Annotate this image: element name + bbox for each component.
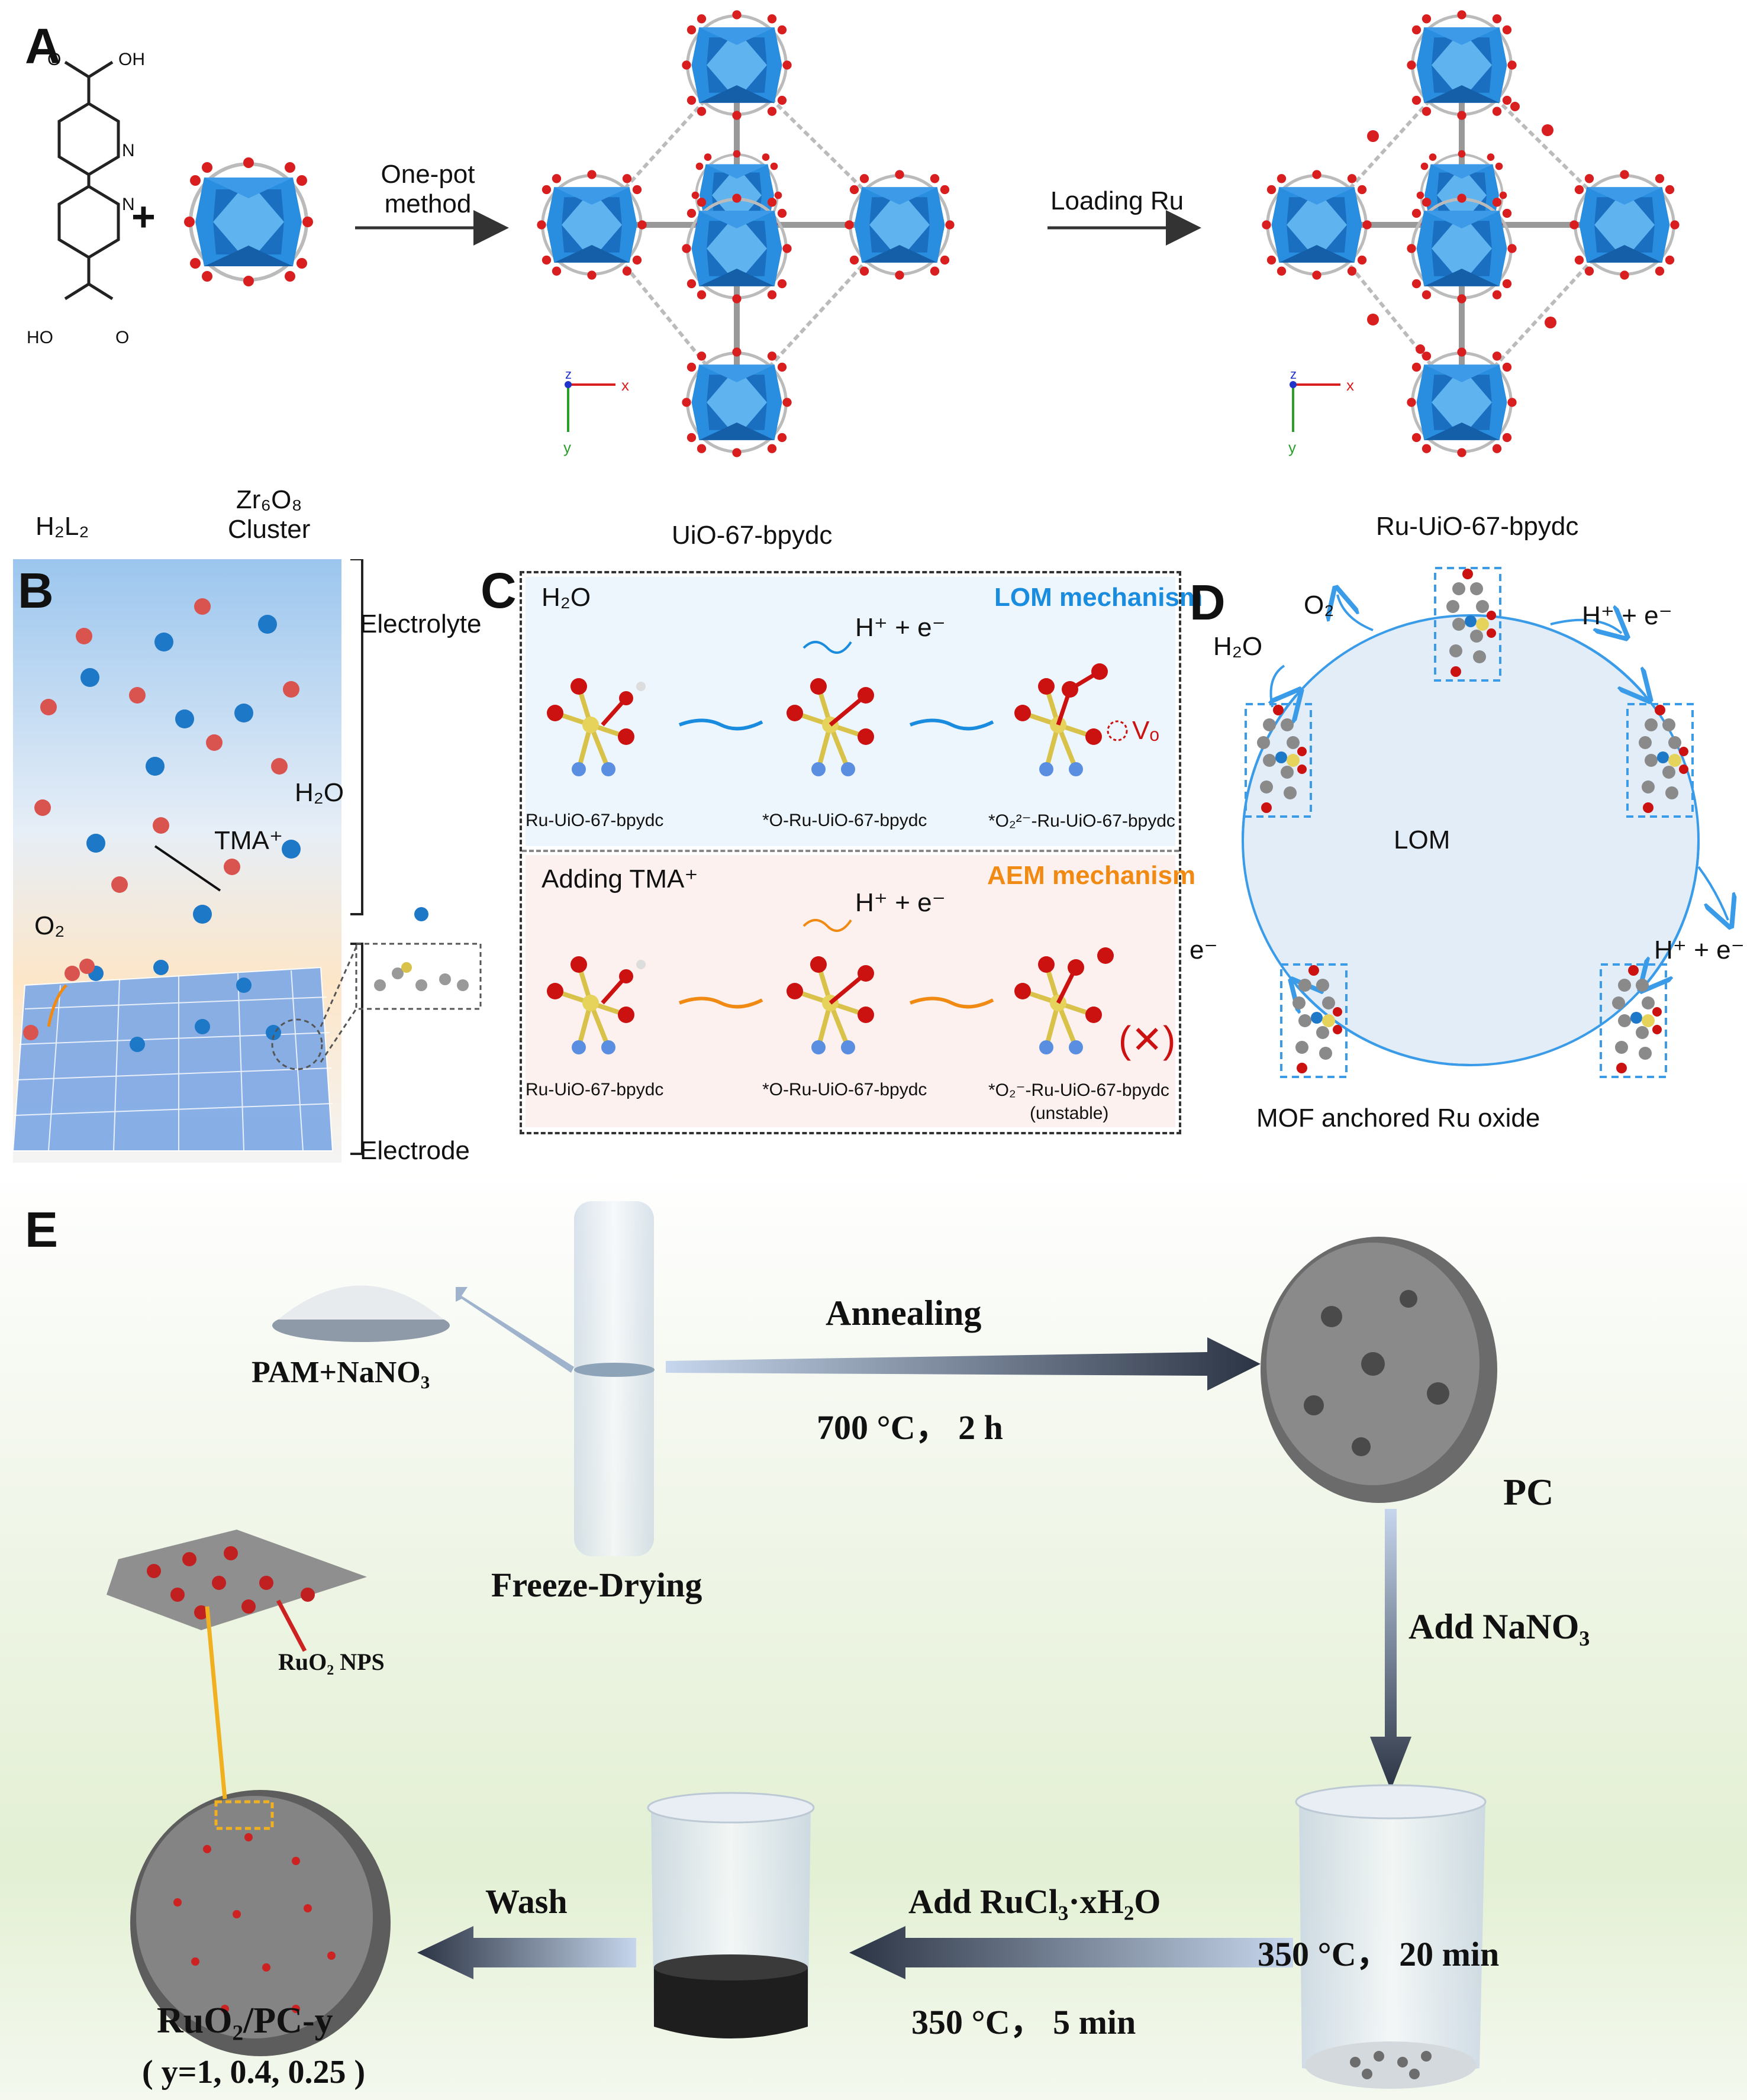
ruo2-pc-particle	[130, 1790, 391, 2056]
panel-letter-a: A	[25, 18, 61, 74]
ligand-o-top: O	[47, 50, 61, 69]
d-center-lom: LOM	[1394, 825, 1451, 854]
ligand-structure	[57, 60, 120, 301]
d-h2o: H₂O	[1213, 632, 1263, 661]
e-annealing: Annealing	[826, 1293, 982, 1333]
electrode-surface	[13, 966, 334, 1151]
panel-a-graphics: OH O N N HO O + x y z	[27, 0, 1747, 462]
d-electron-left: e⁻	[1190, 936, 1218, 964]
arrow-label-one-pot: One-pot method	[381, 160, 475, 218]
ligand-oh-bottom: HO	[27, 328, 53, 347]
e-product: RuO₂/PC-y	[157, 2001, 333, 2041]
e-freeze-drying: Freeze-Drying	[491, 1566, 702, 1604]
panel-letter-e: E	[25, 1202, 59, 1257]
d-proton-top: H⁺ + e⁻	[1582, 601, 1672, 630]
label-ru-uio67: Ru-UiO-67-bpydc	[1376, 512, 1579, 541]
e-cond-20min: 350 °C， 20 min	[1258, 1935, 1500, 1973]
label-electrolyte: Electrolyte	[360, 609, 482, 638]
d-o2: O₂	[1304, 591, 1335, 620]
ligand-o-bottom: O	[115, 328, 129, 347]
c-bottom-proton: H⁺ + e⁻	[855, 888, 946, 917]
e-cond-5min: 350 °C， 5 min	[911, 2003, 1136, 2041]
label-uio67: UiO-67-bpydc	[672, 521, 833, 550]
svg-text:x: x	[621, 376, 629, 394]
e-wash: Wash	[485, 1882, 568, 1921]
e-precursor: PAM+NaNO₃	[252, 1356, 430, 1389]
e-add-rucl3: Add RuCl₃·xH₂O	[908, 1882, 1161, 1921]
e-anneal-condition: 700 °C， 2 h	[817, 1408, 1003, 1447]
svg-text:+: +	[131, 193, 156, 240]
d-caption: MOF anchored Ru oxide	[1256, 1104, 1540, 1133]
e-ruo2-nps: RuO₂ NPS	[278, 1649, 385, 1675]
ligand-oh-top: OH	[118, 50, 145, 69]
c-bottom-species-2: *O-Ru-UiO-67-bpydc	[762, 1080, 927, 1099]
label-cluster: Zr₆O₈ Cluster	[228, 485, 311, 544]
svg-text:z: z	[1290, 367, 1297, 382]
c-lom-mechanism: LOM mechanism	[994, 583, 1203, 612]
c-cross: (✕)	[1119, 1018, 1176, 1061]
c-bottom-species-1: Ru-UiO-67-bpydc	[526, 1080, 664, 1099]
c-bottom-species-3: *O₂⁻-Ru-UiO-67-bpydc	[988, 1080, 1169, 1100]
c-bottom-condition: Adding TMA⁺	[541, 864, 698, 893]
arrow-label-loading-ru: Loading Ru	[1050, 186, 1184, 215]
ligand-n1: N	[122, 141, 135, 160]
label-h2o-b: H₂O	[295, 778, 344, 807]
c-top-species-3: *O₂²⁻-Ru-UiO-67-bpydc	[988, 811, 1175, 831]
pc-particle	[1261, 1237, 1497, 1503]
c-unstable: (unstable)	[1030, 1104, 1109, 1123]
panel-letter-c: C	[481, 563, 517, 618]
svg-text:z: z	[565, 367, 572, 382]
electrolyte-molecules	[34, 598, 301, 924]
svg-text:x: x	[1346, 376, 1354, 394]
ligand-n2: N	[122, 195, 135, 214]
svg-text:y: y	[1288, 438, 1296, 456]
label-o2-b: O₂	[34, 911, 65, 940]
label-electrode: Electrode	[360, 1136, 470, 1165]
panel-e-graphics	[0, 1169, 1747, 2100]
panel-c-graphics	[526, 641, 1128, 1127]
panel-b-graphics	[13, 559, 482, 1163]
c-vacancy: Vₒ	[1132, 716, 1159, 745]
e-pc: PC	[1503, 1471, 1554, 1513]
panel-d-graphics	[1241, 567, 1740, 1078]
d-proton-right: H⁺ + e⁻	[1654, 936, 1745, 964]
e-add-nano3: Add NaNO₃	[1408, 1607, 1590, 1646]
c-top-species-2: *O-Ru-UiO-67-bpydc	[762, 811, 927, 830]
label-h2l2: H₂L₂	[36, 512, 89, 541]
panel-c-box	[520, 571, 1181, 1134]
panel-letter-d: D	[1190, 575, 1226, 630]
svg-text:y: y	[563, 438, 571, 456]
ru-uio67-framework	[1262, 10, 1679, 457]
label-tma-b: TMA⁺	[214, 826, 283, 855]
c-top-condition: H₂O	[541, 583, 591, 612]
e-y-values: ( y=1, 0.4, 0.25 )	[142, 2054, 366, 2091]
c-top-proton: H⁺ + e⁻	[855, 613, 946, 642]
c-top-species-1: Ru-UiO-67-bpydc	[526, 811, 664, 830]
c-aem-mechanism: AEM mechanism	[987, 861, 1196, 890]
panel-letter-b: B	[18, 563, 54, 618]
uio67-framework	[537, 10, 954, 457]
